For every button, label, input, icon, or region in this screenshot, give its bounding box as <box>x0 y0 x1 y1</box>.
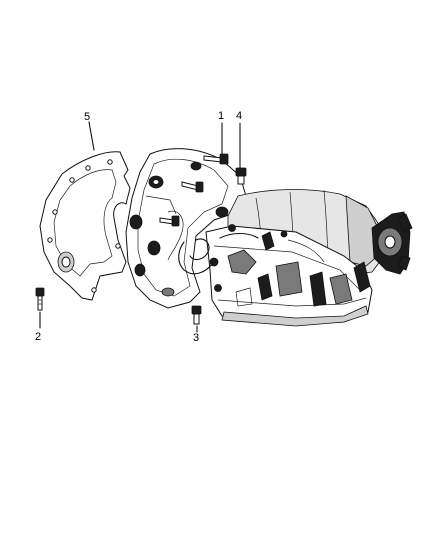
bolt-part-3 <box>191 305 202 325</box>
callout-1: 1 <box>218 110 224 122</box>
leader-lines <box>39 121 241 333</box>
callout-3: 3 <box>193 332 199 344</box>
bolt-middle <box>159 215 180 227</box>
dust-cover-shield <box>39 151 131 301</box>
callout-5: 5 <box>84 111 90 123</box>
bolt-part-1 <box>203 153 229 165</box>
callout-4: 4 <box>236 110 242 122</box>
callout-2: 2 <box>35 331 41 343</box>
transmission-case <box>178 189 413 327</box>
bell-housing <box>125 148 247 309</box>
bolt-part-4 <box>235 167 247 185</box>
bolt-upper <box>181 181 204 193</box>
bolt-part-2 <box>35 287 45 311</box>
